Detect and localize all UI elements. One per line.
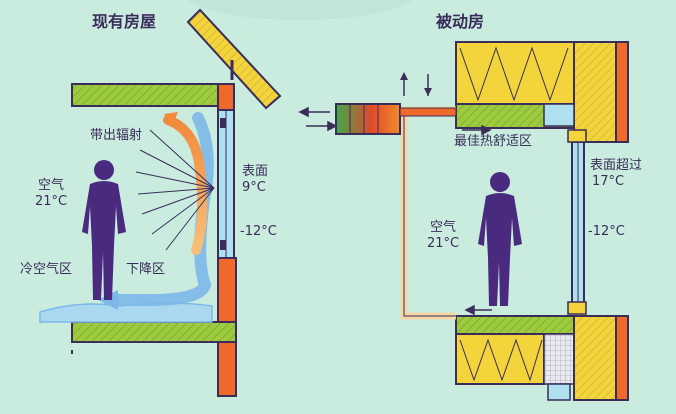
- right-bottom-wall: [455, 315, 629, 401]
- right-surface-temp: 17°C: [592, 174, 625, 189]
- left-air-temp: 21°C: [34, 194, 68, 209]
- radiation-lines: [135, 129, 215, 251]
- left-floor-slab: [71, 321, 237, 354]
- left-outside-temp: -12°C: [240, 224, 277, 239]
- left-window: [217, 109, 235, 261]
- radiation-arrow: [163, 115, 208, 255]
- right-air-label: 空气: [429, 220, 456, 235]
- right-person-figure: [478, 172, 522, 306]
- comfort-zone-label: 最佳热舒适区: [454, 134, 533, 149]
- background-blob: [186, 0, 414, 20]
- left-roof: [186, 8, 282, 110]
- heat-recovery-unit: [335, 103, 457, 135]
- right-surface-label: 表面超过: [590, 158, 643, 173]
- right-air-temp: 21°C: [426, 236, 460, 251]
- cold-zone-label: 冷空气区: [20, 262, 73, 277]
- left-surface-temp: 9°C: [242, 180, 266, 195]
- right-top-wall: [455, 41, 629, 143]
- right-window: [567, 129, 587, 315]
- left-surface-label: 表面: [242, 164, 269, 179]
- left-air-label: 空气: [37, 178, 64, 193]
- downdraft-label: 下降区: [126, 262, 166, 277]
- left-title: 现有房屋: [92, 12, 157, 31]
- left-person-figure: [82, 160, 126, 300]
- right-title: 被动房: [436, 12, 485, 31]
- right-outside-temp: -12°C: [588, 224, 625, 239]
- airflow-arrows: [298, 106, 492, 316]
- left-ceiling-slab: [71, 83, 235, 111]
- radiation-label: 带出辐射: [90, 128, 143, 143]
